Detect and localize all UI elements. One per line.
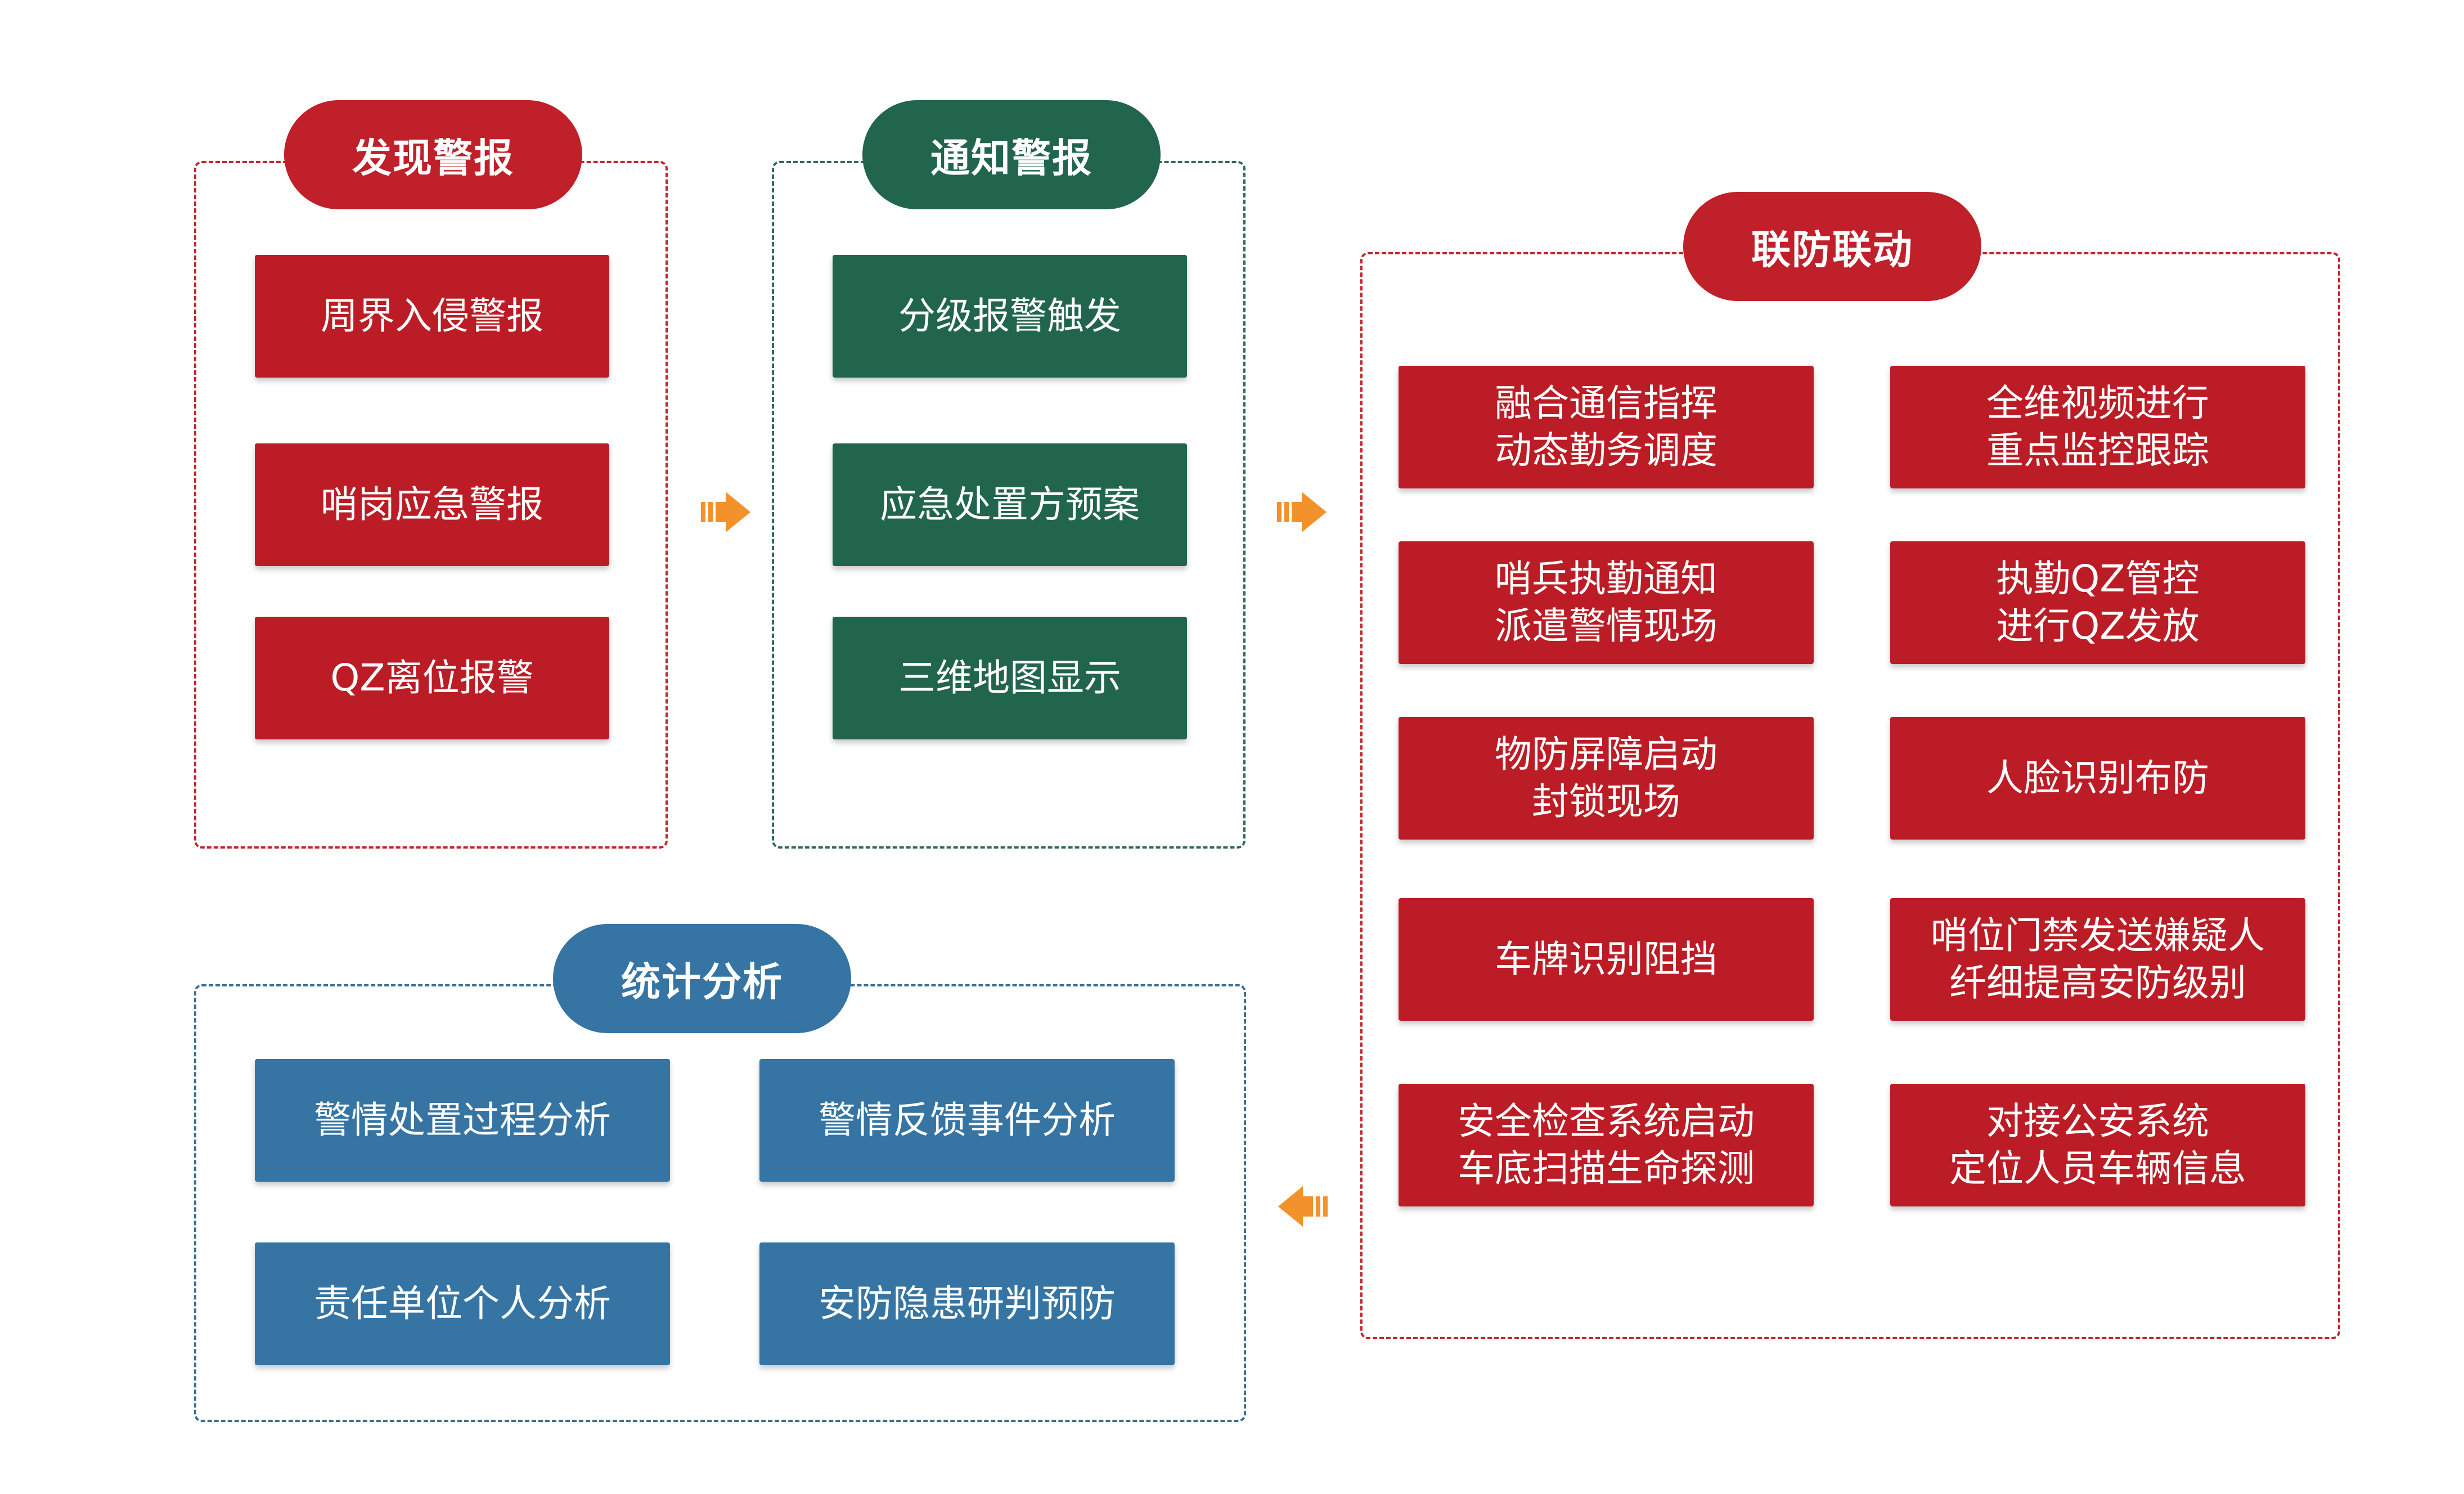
linkage-title: 联防联动	[1683, 192, 1981, 301]
linkage-item-6-line1: 人脸识别布防	[1986, 756, 2209, 800]
notify-item-level: 分级报警触发	[833, 255, 1187, 378]
notify-item-map: 三维地图显示	[833, 617, 1187, 739]
stats-item-responsibility: 责任单位个人分析	[255, 1242, 670, 1365]
linkage-item-10-line2: 定位人员车辆信息	[1949, 1147, 2246, 1190]
stats-item-feedback: 警情反馈事件分析	[759, 1059, 1175, 1182]
linkage-item-7-line1: 车牌识别阻挡	[1495, 937, 1717, 981]
linkage-item-4: 执勤QZ管控 进行QZ发放	[1890, 541, 2305, 664]
discover-title: 发现警报	[284, 100, 582, 209]
linkage-item-6: 人脸识别布防	[1890, 717, 2305, 840]
linkage-item-3-line1: 哨兵执勤通知	[1495, 557, 1717, 600]
linkage-item-2-line1: 全维视频进行	[1986, 382, 2209, 425]
linkage-item-1: 融合通信指挥 动态勤务调度	[1399, 366, 1814, 488]
linkage-item-9: 安全检查系统启动 车底扫描生命探测	[1399, 1084, 1814, 1206]
linkage-item-10: 对接公安系统 定位人员车辆信息	[1890, 1084, 2305, 1206]
notify-item-plan: 应急处置方预案	[833, 443, 1187, 566]
linkage-item-5-line1: 物防屏障启动	[1495, 733, 1717, 776]
linkage-item-8-line1: 哨位门禁发送嫌疑人	[1931, 914, 2265, 957]
arrow-left-icon	[1278, 1186, 1328, 1227]
notify-title: 通知警报	[862, 100, 1161, 209]
linkage-item-8-line2: 纤细提高安防级别	[1949, 961, 2246, 1004]
arrow-right-icon	[1277, 492, 1327, 532]
linkage-item-10-line1: 对接公安系统	[1986, 1100, 2209, 1143]
linkage-item-4-line2: 进行QZ发放	[1996, 604, 2200, 648]
linkage-item-1-line1: 融合通信指挥	[1495, 382, 1717, 425]
linkage-item-9-line1: 安全检查系统启动	[1458, 1100, 1755, 1143]
linkage-item-5-line2: 封锁现场	[1532, 780, 1680, 823]
discover-item-qz: QZ离位报警	[255, 617, 609, 739]
discover-item-sentry: 哨岗应急警报	[255, 443, 609, 566]
discover-item-perimeter: 周界入侵警报	[255, 255, 609, 378]
linkage-item-3-line2: 派遣警情现场	[1495, 604, 1717, 648]
stats-title: 统计分析	[553, 924, 851, 1033]
linkage-item-4-line1: 执勤QZ管控	[1996, 557, 2200, 600]
arrow-right-icon	[701, 492, 750, 532]
linkage-item-3: 哨兵执勤通知 派遣警情现场	[1399, 541, 1814, 664]
stats-item-prevention: 安防隐患研判预防	[759, 1242, 1175, 1365]
linkage-item-1-line2: 动态勤务调度	[1495, 429, 1717, 472]
stats-item-process: 警情处置过程分析	[255, 1059, 670, 1182]
linkage-item-9-line2: 车底扫描生命探测	[1458, 1147, 1755, 1190]
linkage-item-2-line2: 重点监控跟踪	[1986, 429, 2209, 472]
linkage-item-5: 物防屏障启动 封锁现场	[1399, 717, 1814, 840]
linkage-item-2: 全维视频进行 重点监控跟踪	[1890, 366, 2305, 488]
linkage-item-7: 车牌识别阻挡	[1399, 898, 1814, 1021]
linkage-item-8: 哨位门禁发送嫌疑人 纤细提高安防级别	[1890, 898, 2305, 1021]
